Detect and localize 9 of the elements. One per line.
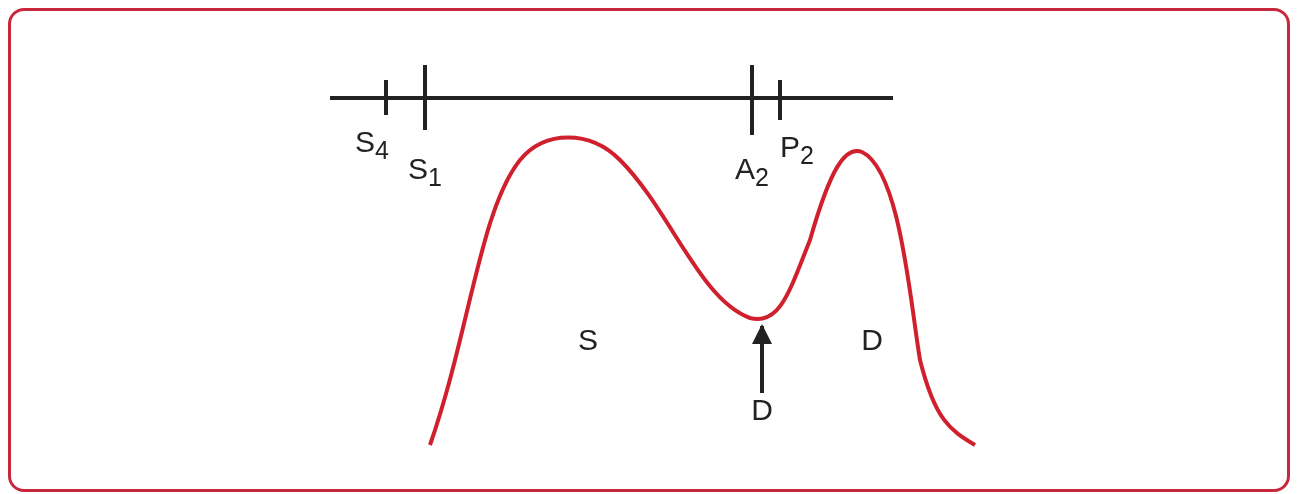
waveform-label: P$_{2}$: [780, 132, 814, 168]
waveform-label: A$_{2}$: [735, 154, 769, 190]
pressure-waveform: [428, 135, 977, 447]
arrow: [752, 324, 772, 393]
annotation-label: D: [751, 395, 773, 425]
waveform-label: S$_{4}$: [355, 127, 389, 163]
waveform-label: S$_{1}$: [408, 154, 442, 190]
waveform-label: D: [861, 325, 883, 355]
waveform-label: S: [578, 325, 598, 355]
